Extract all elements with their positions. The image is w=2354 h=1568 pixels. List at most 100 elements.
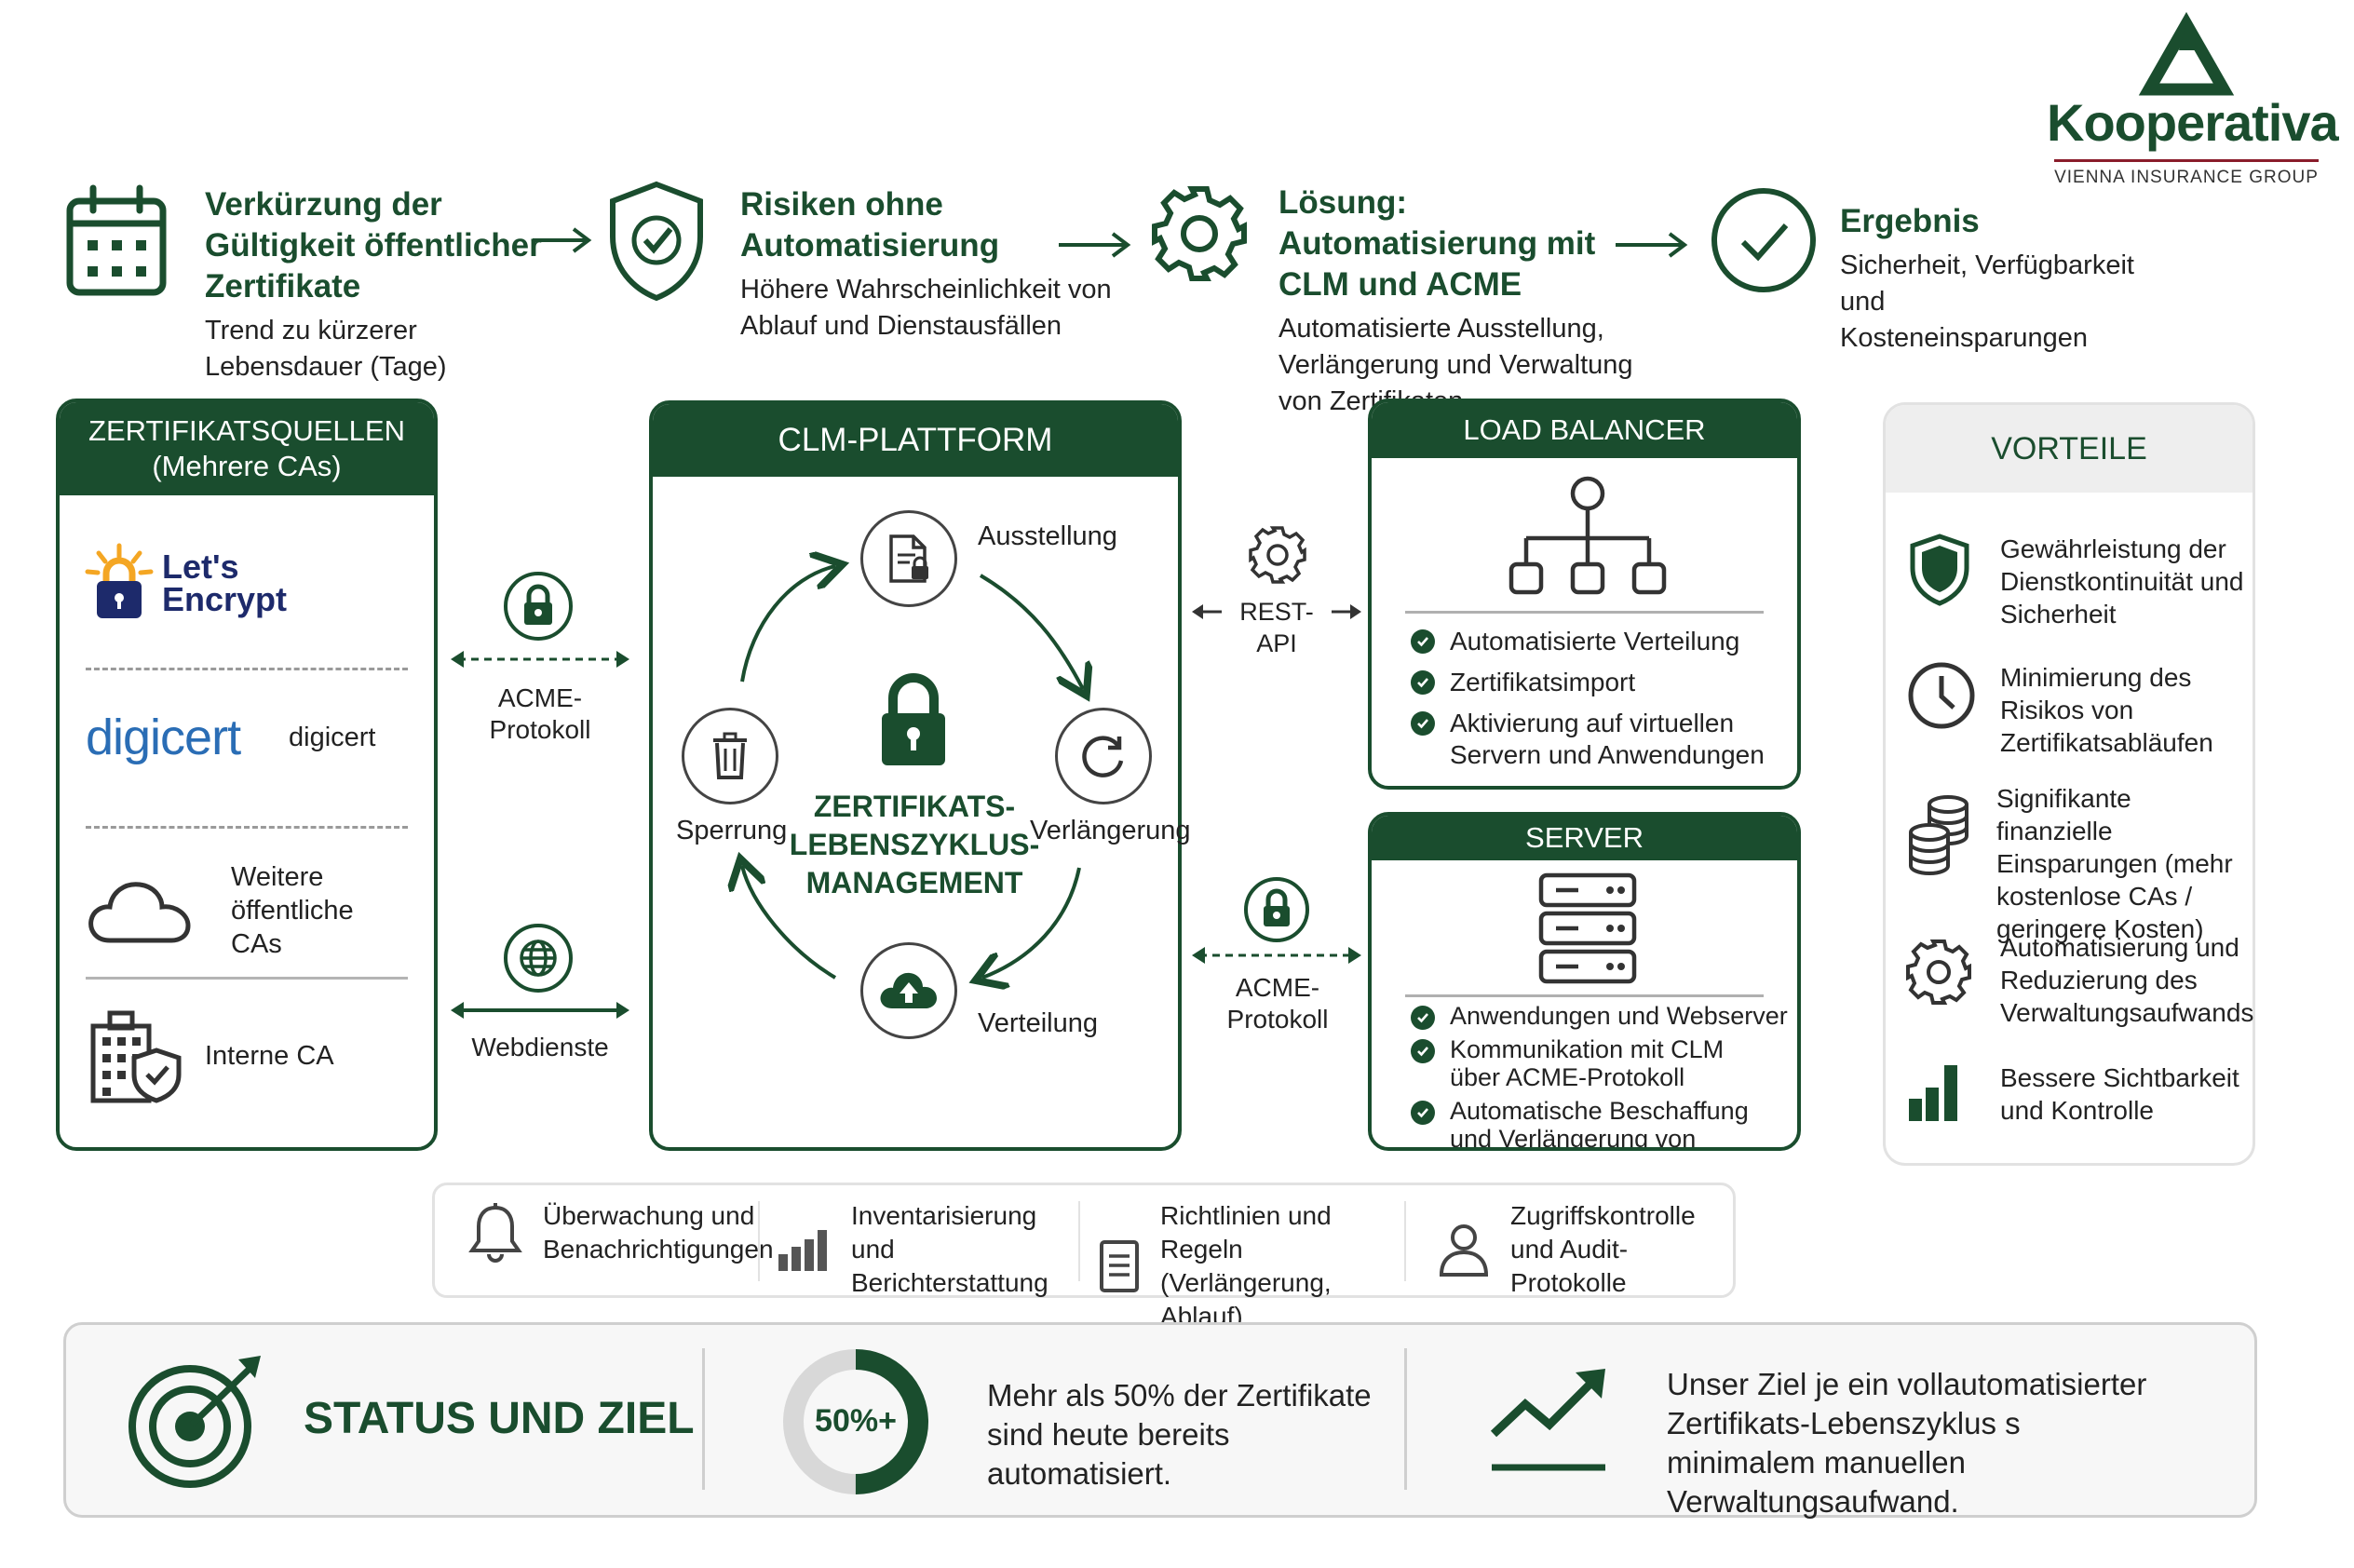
flow-step-2: Risiken ohne Automatisierung Höhere Wahr… [740, 184, 1113, 345]
check-icon [1411, 1006, 1435, 1030]
lb-item-3: Aktivierung auf virtuellen Servern und A… [1411, 708, 1783, 771]
feature-strip [432, 1183, 1736, 1298]
benefit-4: Automatisierung und Reduzierung des Verw… [1905, 931, 2261, 1029]
clm-header: CLM-PLATTFORM [653, 404, 1178, 477]
renew-stage-label: Verlängerung [1030, 816, 1191, 845]
globe-icon [502, 922, 575, 994]
goal-text: Unser Ziel je ein vollautomatisierter Ze… [1667, 1367, 2147, 1519]
flow-step-4: Ergebnis Sicherheit, Verfügbarkeit und K… [1840, 201, 2147, 357]
server-header: SERVER [1372, 816, 1797, 860]
bar-chart-icon [1909, 1065, 1957, 1121]
flow-step-desc: Sicherheit, Verfügbarkeit und Kosteneins… [1840, 250, 2134, 353]
feature-monitoring: Überwachung und Benachrichtigungen [468, 1199, 774, 1266]
flow-step-1: Verkürzung der Gültigkeit öffentlicher Z… [205, 184, 568, 385]
server-item-3: Automatische Beschaffung und Verlängerun… [1411, 1097, 1793, 1147]
trash-icon [713, 732, 747, 779]
flow-step-title: Risiken ohne Automatisierung [740, 186, 1000, 264]
server-item-text: Kommunikation mit CLM über ACME-Protokol… [1450, 1035, 1725, 1091]
divider [758, 1201, 760, 1281]
divider [1404, 1201, 1406, 1281]
cloud-upload-icon [880, 972, 937, 1008]
rest-api-gear-icon [1248, 525, 1307, 585]
distribute-stage-label: Verteilung [978, 1008, 1098, 1038]
brand-divider [2054, 159, 2319, 162]
sources-header: ZERTIFIKATSQUELLEN (Mehrere CAs) [60, 402, 434, 495]
bell-icon [468, 1203, 522, 1263]
benefit-text: Gewährleistung der Dienstkontinuität und… [2000, 534, 2244, 629]
check-icon [1411, 1039, 1435, 1063]
center-title-line3: MANAGEMENT [805, 866, 1023, 899]
check-icon [1411, 1101, 1435, 1125]
source-label: Weitere öffentliche CAs [231, 862, 354, 959]
refresh-icon [1082, 736, 1124, 777]
revoke-stage-label: Sperrung [676, 816, 788, 845]
network-tree-icon [1508, 476, 1667, 595]
document-icon [1100, 1240, 1139, 1292]
sources-panel: ZERTIFIKATSQUELLEN (Mehrere CAs) Let's E… [56, 399, 438, 1151]
divider [1405, 611, 1764, 614]
acme-right-lock-icon [1242, 875, 1311, 944]
benefit-5: Bessere Sichtbarkeit und Kontrolle [1907, 1061, 2242, 1127]
gear-icon [1906, 939, 1971, 1005]
percent-text: Mehr als 50% der Zertifikate sind heute … [987, 1378, 1372, 1491]
brand-name: Kooperativa [2047, 93, 2339, 152]
server-item-text: Anwendungen und Webserver [1450, 1002, 1788, 1030]
center-title: ZERTIFIKATS- LEBENSZYKLUS- MANAGEMENT [784, 788, 1045, 902]
lb-item-2: Zertifikatsimport [1411, 667, 1783, 698]
clock-icon [1908, 662, 1975, 729]
source-lets-encrypt: Let's Encrypt [85, 543, 408, 622]
acme-left-arrow [449, 646, 631, 672]
divider [1405, 994, 1764, 997]
feature-inventory: Inventarisierung und Berichterstattung [777, 1199, 1075, 1300]
sources-subtitle: (Mehrere CAs) [152, 450, 342, 482]
status-panel [63, 1322, 2257, 1518]
webdienste-label: Webdienste [471, 1033, 609, 1061]
divider [86, 826, 408, 829]
server-item-1: Anwendungen und Webserver [1411, 1002, 1793, 1030]
distribute-stage-icon [860, 942, 957, 1039]
calendar-icon [65, 184, 168, 298]
check-icon [1411, 629, 1435, 654]
benefit-text: Signifikante finanzielle Einsparungen (m… [1996, 784, 2233, 943]
acme-left-label: ACME-Protokoll [489, 683, 591, 744]
feature-text: Richtlinien und Regeln (Verlängerung, Ab… [1160, 1201, 1332, 1331]
progress-ring-fill [783, 1349, 928, 1494]
divider [702, 1348, 705, 1490]
source-public-cas: Weitere öffentliche CAs [86, 860, 408, 961]
center-title-line1: ZERTIFIKATS- [813, 790, 1016, 823]
flow-arrow-2 [1057, 231, 1131, 259]
divider [86, 977, 408, 980]
center-lock-icon [878, 672, 949, 767]
shield-icon [1910, 534, 1969, 606]
source-digicert: digicert digicert [86, 710, 408, 765]
benefit-text: Bessere Sichtbarkeit und Kontrolle [2000, 1063, 2239, 1125]
check-circle-icon [1710, 186, 1818, 294]
sources-title: ZERTIFIKATSQUELLEN [88, 414, 405, 447]
server-rack-icon [1538, 872, 1637, 984]
feature-access: Zugriffskontrolle und Audit-Protokolle [1438, 1199, 1734, 1300]
document-lock-icon [889, 534, 928, 583]
lb-item-1: Automatisierte Verteilung [1411, 626, 1783, 657]
divider [1404, 1348, 1407, 1490]
coins-icon [1909, 795, 1968, 876]
trend-up-icon [1488, 1367, 1609, 1475]
center-title-line2: LEBENSZYKLUS- [789, 828, 1040, 861]
rest-api-label: REST-API [1239, 598, 1314, 657]
status-title: STATUS UND ZIEL [304, 1394, 695, 1443]
issue-stage-label: Ausstellung [978, 521, 1117, 551]
flow-step-title: Verkürzung der Gültigkeit öffentlicher Z… [205, 186, 542, 304]
acme-right-label: ACME-Protokoll [1226, 973, 1329, 1034]
webdienste-arrow [449, 997, 631, 1023]
brand-tagline: VIENNA INSURANCE GROUP [2054, 168, 2319, 187]
flow-arrow-3 [1614, 231, 1688, 259]
gear-icon [1150, 184, 1249, 283]
bar-chart-icon [778, 1230, 827, 1271]
server-item-2: Kommunikation mit CLM über ACME-Protokol… [1411, 1035, 1793, 1091]
acme-lock-icon [502, 570, 575, 642]
divider [86, 668, 408, 670]
load-balancer-panel: LOAD BALANCER Automatisierte Verteilung … [1368, 399, 1801, 790]
divider [1078, 1201, 1080, 1281]
progress-ring-label: 50%+ [815, 1403, 897, 1439]
lb-item-text: Automatisierte Verteilung [1450, 627, 1740, 656]
source-label: digicert [289, 723, 376, 752]
